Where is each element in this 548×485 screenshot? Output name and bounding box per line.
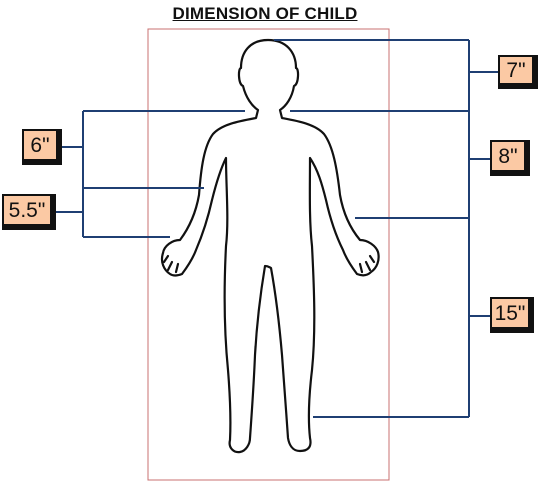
shoulder-to-elbow-measurement-label: 6" [22,129,62,165]
diagram-title: DIMENSION OF CHILD [172,4,358,23]
legs-measurement-label: 15" [490,297,534,333]
right-dimension-lines [274,39,498,418]
elbow-to-hand-measurement-label: 5.5" [2,194,56,230]
torso-measurement-label: 8" [490,140,530,176]
left-dimension-lines [56,110,245,238]
figure-frame [147,28,390,481]
head-measurement-label: 7" [498,55,538,89]
child-silhouette [160,38,380,454]
